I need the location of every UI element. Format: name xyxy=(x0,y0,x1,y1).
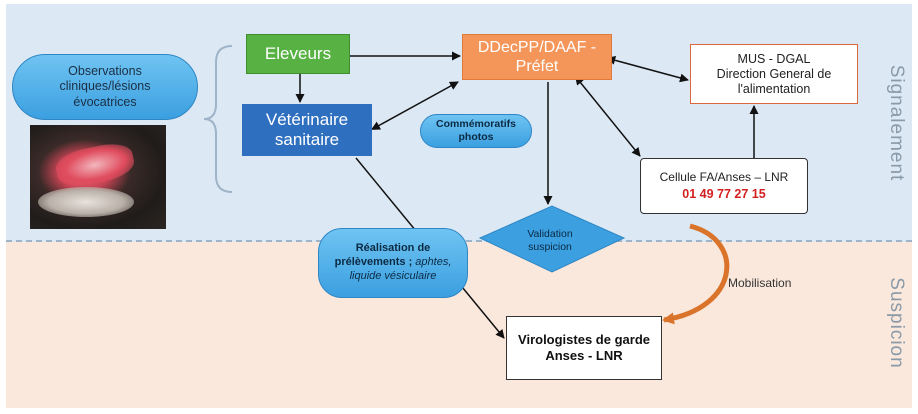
ddecpp-line-1: DDecPP/DAAF - xyxy=(477,38,597,56)
eleveurs-node: Eleveurs xyxy=(246,34,350,74)
commemoratifs-line-1: Commémoratifs xyxy=(436,118,516,131)
arrow-ddecpp-cellule xyxy=(574,75,641,157)
commemoratifs-pill: Commémoratifs photos xyxy=(420,114,532,148)
observations-pill: Observations cliniques/lésions évocatric… xyxy=(12,54,198,120)
virologistes-line-1: Virologistes de garde xyxy=(518,332,650,348)
veterinaire-line-1: Vétérinaire xyxy=(265,109,349,129)
mus-line-2: Direction General de xyxy=(716,66,832,81)
ddecpp-line-2: Préfet xyxy=(515,58,559,75)
cellule-title: Cellule FA/Anses – LNR xyxy=(659,170,789,185)
observations-line-1: Observations xyxy=(68,63,142,78)
cellule-phone: 01 49 77 27 15 xyxy=(682,186,766,201)
realisation-line-2-plain: prélèvements ; xyxy=(334,256,413,269)
realisation-line-1: Réalisation de xyxy=(355,242,431,255)
realisation-line-2: prélèvements ; aphtes, xyxy=(335,256,452,270)
arrow-veterinaire-ddecpp xyxy=(370,81,459,130)
arrow-ddecpp-mus xyxy=(606,55,689,83)
lesion-photo xyxy=(30,125,166,229)
mus-line-1: MUS - DGAL xyxy=(737,51,811,66)
mobilisation-curve xyxy=(662,223,730,325)
ddecpp-node: DDecPP/DAAF - Préfet xyxy=(462,34,612,80)
observations-line-2: cliniques/lésions xyxy=(59,79,151,94)
validation-line-2: suspicion xyxy=(528,241,572,253)
lip-area xyxy=(38,187,134,217)
veterinaire-line-2: sanitaire xyxy=(274,130,340,149)
lesion-spot xyxy=(53,139,137,191)
veterinaire-node: Vétérinaire sanitaire xyxy=(242,104,372,156)
validation-diamond xyxy=(478,205,626,273)
mus-line-3: l'alimentation xyxy=(737,81,811,96)
observations-line-3: évocatrices xyxy=(73,94,137,109)
validation-label: Validation suspicion xyxy=(478,226,622,256)
realisation-pill: Réalisation de prélèvements ; aphtes, li… xyxy=(318,228,468,298)
cellule-node: Cellule FA/Anses – LNR 01 49 77 27 15 xyxy=(640,158,808,214)
virologistes-line-2: Anses - LNR xyxy=(545,348,623,363)
realisation-line-3: liquide vésiculaire xyxy=(349,269,437,282)
realisation-line-2-italic: aphtes, xyxy=(412,256,452,269)
mus-dgal-node: MUS - DGAL Direction General de l'alimen… xyxy=(690,44,858,104)
validation-line-1: Validation xyxy=(527,228,573,241)
bracket-icon xyxy=(203,45,233,193)
commemoratifs-line-2: photos xyxy=(458,131,494,143)
mobilisation-label: Mobilisation xyxy=(728,276,792,290)
virologistes-node: Virologistes de garde Anses - LNR xyxy=(506,316,662,380)
